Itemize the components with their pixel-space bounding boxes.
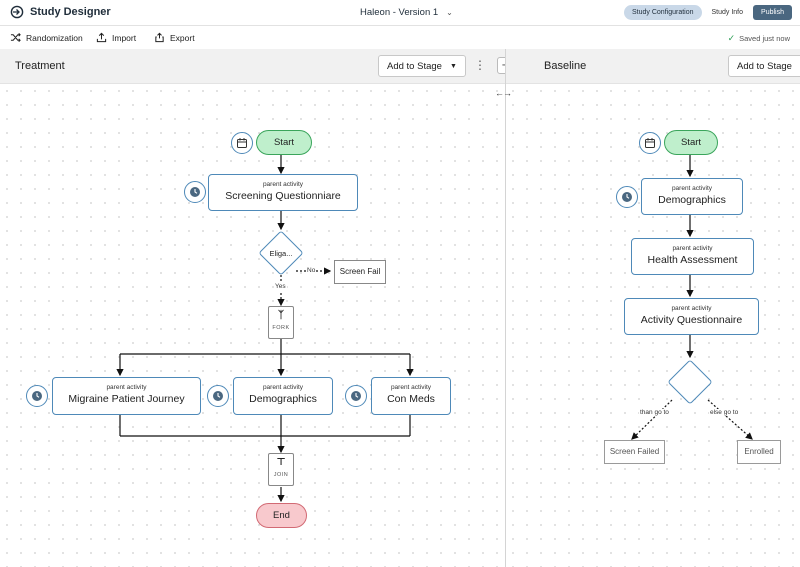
resize-arrows-icon[interactable]: ←→ [495, 88, 512, 98]
add-to-stage-label: Add to Stage [737, 60, 792, 72]
node-subtitle: parent activity [671, 305, 712, 312]
save-status: ✓ Saved just now [728, 33, 790, 44]
screen-fail-node[interactable]: Screen Fail [334, 260, 386, 284]
toolbar: Randomization Import Export ✓ Saved just… [0, 27, 800, 49]
node-subtitle: parent activity [672, 245, 713, 252]
join-label: JOIN [273, 472, 289, 478]
enrolled-node[interactable]: Enrolled [737, 440, 781, 464]
node-subtitle: parent activity [262, 181, 304, 188]
study-configuration-button[interactable]: Study Configuration [624, 5, 702, 20]
con-meds-node[interactable]: parent activity Con Meds [371, 377, 451, 415]
timer-button[interactable] [184, 181, 206, 203]
then-branch-label: than go to [639, 409, 670, 416]
timer-button[interactable] [26, 385, 48, 407]
timer-button[interactable] [345, 385, 367, 407]
baseline-demographics-node[interactable]: parent activity Demographics [641, 178, 743, 215]
no-branch-label: No [306, 267, 317, 274]
demographics-node[interactable]: parent activity Demographics [233, 377, 333, 415]
activity-questionnaire-node[interactable]: parent activity Activity Questionnaire [624, 298, 759, 335]
baseline-stage-title: Baseline [544, 60, 587, 72]
schedule-button[interactable] [231, 132, 253, 154]
treatment-add-to-stage-dropdown[interactable]: Add to Stage ▼ [378, 55, 466, 77]
node-label: Screening Questionniare [225, 190, 341, 202]
clock-icon [351, 391, 361, 401]
treatment-canvas[interactable] [0, 84, 505, 567]
baseline-stage-header: Baseline Add to Stage ▼ [506, 49, 800, 84]
export-button[interactable]: Export [154, 32, 195, 43]
screening-questionnaire-node[interactable]: parent activity Screening Questionniare [208, 174, 358, 211]
randomization-button[interactable]: Randomization [10, 32, 83, 43]
else-branch-label: else go to [709, 409, 740, 416]
treatment-stage-header: Treatment Add to Stage ▼ ⋮ + [0, 49, 514, 84]
node-label: Activity Questionnaire [640, 314, 743, 326]
treatment-start-node[interactable]: Start [256, 130, 312, 155]
saved-text: Saved just now [739, 34, 790, 43]
import-label: Import [112, 32, 137, 43]
app-brand[interactable]: Study Designer [10, 5, 111, 19]
add-to-stage-label: Add to Stage [387, 60, 442, 72]
stage-divider[interactable] [505, 49, 506, 567]
node-subtitle: parent activity [671, 185, 713, 192]
version-selector[interactable]: Haleon - Version 1 ⌄ [360, 7, 453, 18]
export-icon [155, 32, 164, 43]
caret-down-icon: ▼ [449, 62, 457, 70]
doc-title: Haleon - Version 1 [360, 7, 439, 18]
yes-branch-label: Yes [274, 283, 287, 290]
node-subtitle: parent activity [106, 384, 147, 391]
timer-button[interactable] [616, 186, 638, 208]
fork-label: FORK [272, 325, 290, 331]
decision-label: Eliga... [269, 249, 293, 258]
app-logo-icon [10, 5, 24, 19]
baseline-add-to-stage-dropdown[interactable]: Add to Stage ▼ [728, 55, 800, 77]
timer-button[interactable] [207, 385, 229, 407]
import-button[interactable]: Import [96, 32, 136, 43]
more-options-icon[interactable]: ⋮ [474, 58, 486, 72]
fork-icon: ᛉ [278, 310, 284, 321]
node-label: Health Assessment [647, 254, 738, 266]
check-icon: ✓ [727, 33, 736, 43]
upload-icon [96, 32, 107, 43]
app-name: Study Designer [30, 6, 111, 18]
publish-button[interactable]: Publish [753, 5, 792, 20]
screen-failed-node[interactable]: Screen Failed [604, 440, 665, 464]
clock-icon [622, 192, 632, 202]
calendar-icon [237, 138, 247, 148]
treatment-end-node[interactable]: End [256, 503, 307, 528]
shuffle-icon [10, 33, 21, 42]
chevron-down-icon: ⌄ [446, 8, 453, 17]
fork-node[interactable]: ᛉ FORK [268, 306, 294, 339]
health-assessment-node[interactable]: parent activity Health Assessment [631, 238, 754, 275]
study-info-button[interactable]: Study Info [708, 5, 748, 20]
node-subtitle: parent activity [390, 384, 432, 391]
clock-icon [213, 391, 223, 401]
calendar-icon [645, 138, 655, 148]
node-label: Demographics [658, 194, 726, 206]
node-label: Migraine Patient Journey [68, 393, 185, 405]
treatment-stage-title: Treatment [15, 60, 65, 72]
join-node[interactable]: ⊤ JOIN [268, 453, 294, 486]
clock-icon [32, 391, 42, 401]
join-icon: ⊤ [276, 457, 286, 468]
randomization-label: Randomization [26, 32, 83, 43]
node-label: Demographics [249, 393, 317, 405]
export-label: Export [170, 32, 195, 43]
schedule-button[interactable] [639, 132, 661, 154]
baseline-start-node[interactable]: Start [664, 130, 718, 155]
clock-icon [190, 187, 200, 197]
migraine-patient-journey-node[interactable]: parent activity Migraine Patient Journey [52, 377, 201, 415]
node-label: Con Meds [387, 393, 435, 405]
top-bar: Study Designer Haleon - Version 1 ⌄ Stud… [0, 0, 800, 26]
node-subtitle: parent activity [262, 384, 304, 391]
